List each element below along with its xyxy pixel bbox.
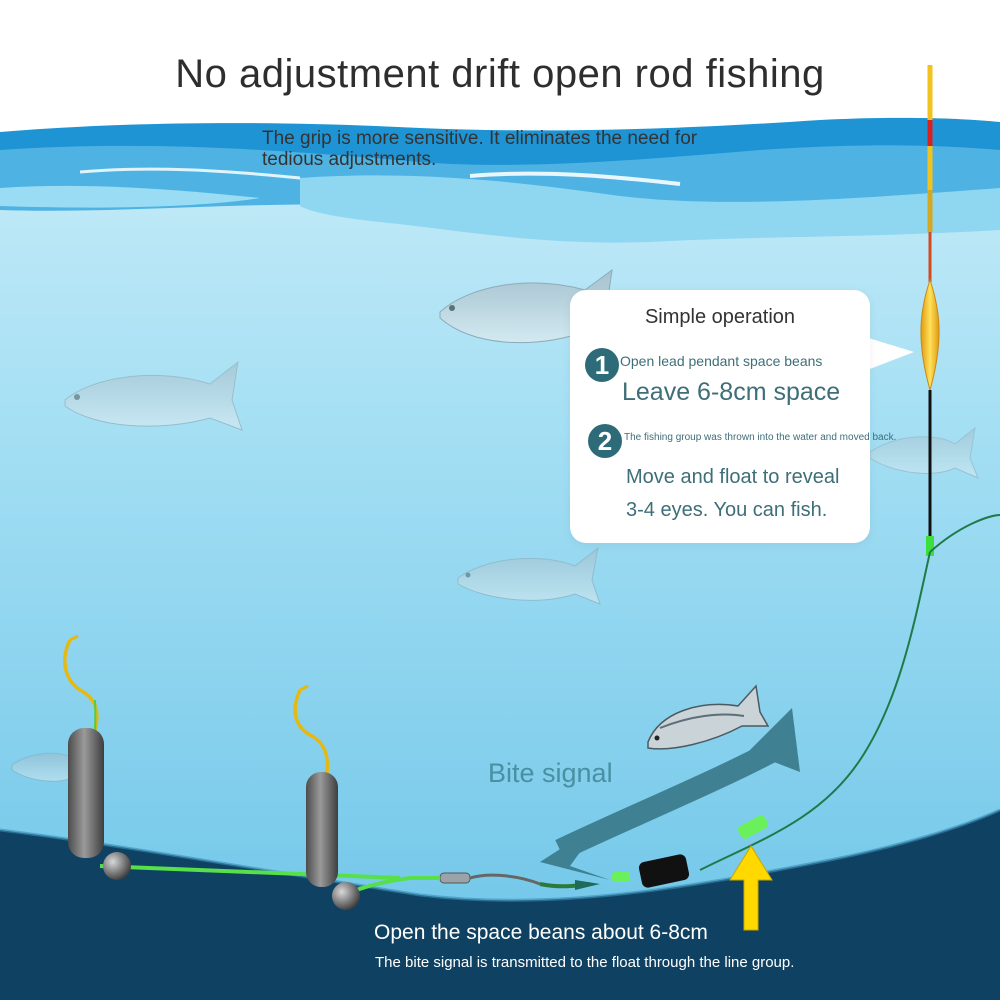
- step1-big-text: Leave 6-8cm space: [622, 378, 841, 406]
- callout-pointer: [862, 336, 914, 372]
- lake-bed-edge: [0, 808, 1000, 902]
- step1-small-text: Open lead pendant space beans: [620, 353, 823, 369]
- space-bean-pointer-arrow: [729, 845, 773, 931]
- callout-box: [570, 290, 870, 543]
- space-beans: [612, 815, 769, 882]
- bumper: [638, 854, 690, 888]
- line-to-rod: [929, 514, 1000, 553]
- lead-weight-left: [68, 728, 104, 858]
- carp-fish-middle: [457, 546, 601, 605]
- main-line: [699, 551, 931, 871]
- surface-waves: [0, 117, 1000, 243]
- hook-right: [293, 684, 330, 779]
- sky-area: [0, 0, 1000, 140]
- step2-small-text: The fishing group was thrown into the wa…: [624, 432, 897, 443]
- lead-weight-right: [306, 772, 338, 887]
- step2-line1: Move and float to reveal: [626, 466, 840, 488]
- biting-fish: [647, 684, 770, 750]
- hook-link-line: [99, 864, 401, 880]
- deep-water: [0, 810, 1000, 1000]
- bite-signal-arrowhead-up: [748, 708, 800, 772]
- caption-main: Open the space beans about 6-8cm: [374, 921, 708, 944]
- carp-fish-right: [869, 426, 979, 479]
- caption-sub: The bite signal is transmitted to the fl…: [375, 954, 795, 971]
- float: [920, 65, 940, 556]
- swivel: [439, 872, 600, 890]
- bead-left: [103, 852, 131, 880]
- carp-fish-left: [64, 360, 243, 431]
- step1-number-badge: 1: [585, 348, 619, 382]
- bite-signal-arrowhead-down: [540, 822, 610, 880]
- step2-line2: 3-4 eyes. You can fish.: [626, 499, 828, 521]
- page-title: No adjustment drift open rod fishing: [175, 52, 825, 96]
- bite-signal-label: Bite signal: [488, 758, 613, 788]
- subtitle: The grip is more sensitive. It eliminate…: [262, 128, 698, 170]
- bead-right: [332, 882, 360, 910]
- step2-number-badge: 2: [588, 424, 622, 458]
- callout-heading: Simple operation: [644, 306, 796, 328]
